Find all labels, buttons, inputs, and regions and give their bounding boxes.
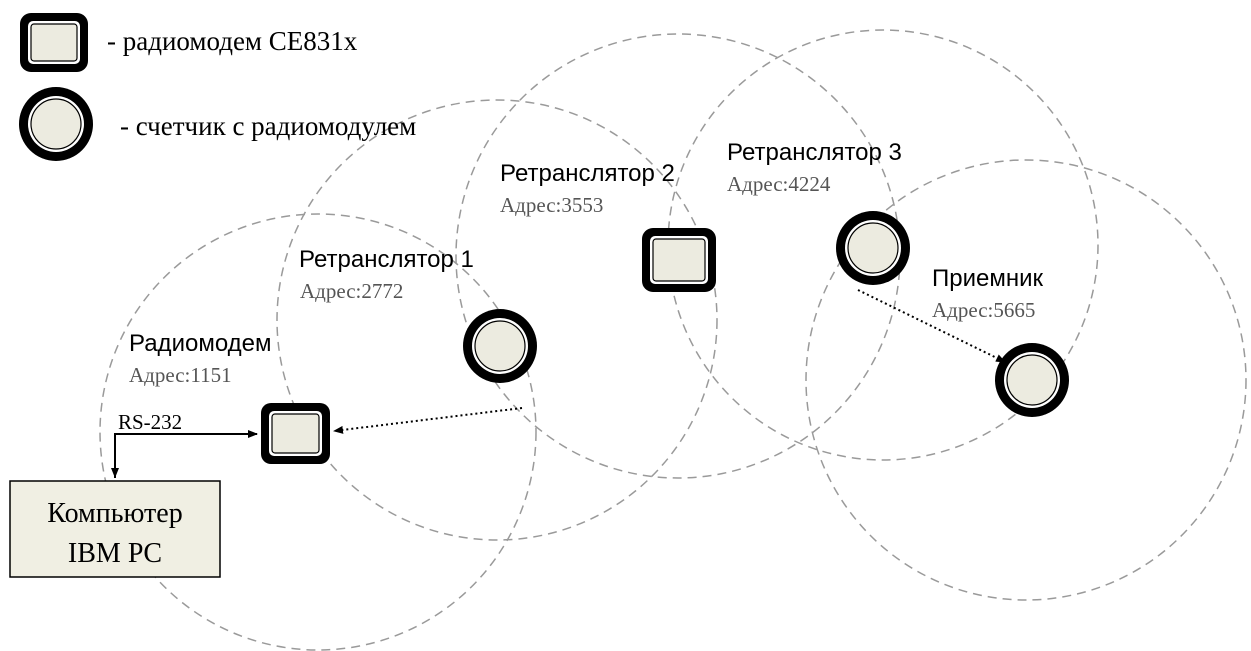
legend-modem-icon	[20, 13, 88, 72]
legend-meter-icon	[19, 87, 93, 161]
coverage-circle-receiver	[805, 159, 1247, 601]
repeater3-meter	[836, 211, 910, 285]
receiver-address: Адрес:5665	[932, 298, 1035, 322]
repeater3-address: Адрес:4224	[727, 172, 831, 196]
repeater1-name: Ретранслятор 1	[299, 246, 474, 273]
coverage-circle-radiomodem	[99, 213, 537, 651]
repeater1-meter	[463, 309, 537, 383]
computer-line1: Компьютер	[47, 498, 182, 529]
receiver-meter	[995, 343, 1069, 417]
repeater2-name: Ретранслятор 2	[500, 160, 675, 187]
repeater2-address: Адрес:3553	[500, 193, 603, 217]
radiomodem-device	[261, 403, 330, 464]
legend-meter-label: - счетчик с радиомодулем	[120, 111, 416, 141]
computer-box: Компьютер IBM PC	[9, 480, 221, 578]
repeater2-modem	[642, 228, 716, 292]
radiomodem-name: Радиомодем	[129, 330, 272, 357]
repeater1-address: Адрес:2772	[300, 279, 403, 303]
rs232-link	[114, 430, 258, 478]
repeater3-name: Ретранслятор 3	[727, 139, 902, 166]
rs232-label: RS-232	[118, 410, 182, 434]
radio-link-repeater1-to-radiomodem	[333, 407, 523, 434]
radiomodem-address: Адрес:1151	[129, 363, 232, 387]
legend-modem-label: - радиомодем CE831x	[107, 26, 358, 56]
receiver-name: Приемник	[932, 265, 1044, 292]
legend: - радиомодем CE831x - счетчик с радиомод…	[19, 13, 416, 161]
coverage-circle-repeater1	[276, 99, 718, 541]
computer-line2: IBM PC	[68, 538, 162, 569]
radio-link-repeater3-to-receiver	[857, 289, 1006, 363]
